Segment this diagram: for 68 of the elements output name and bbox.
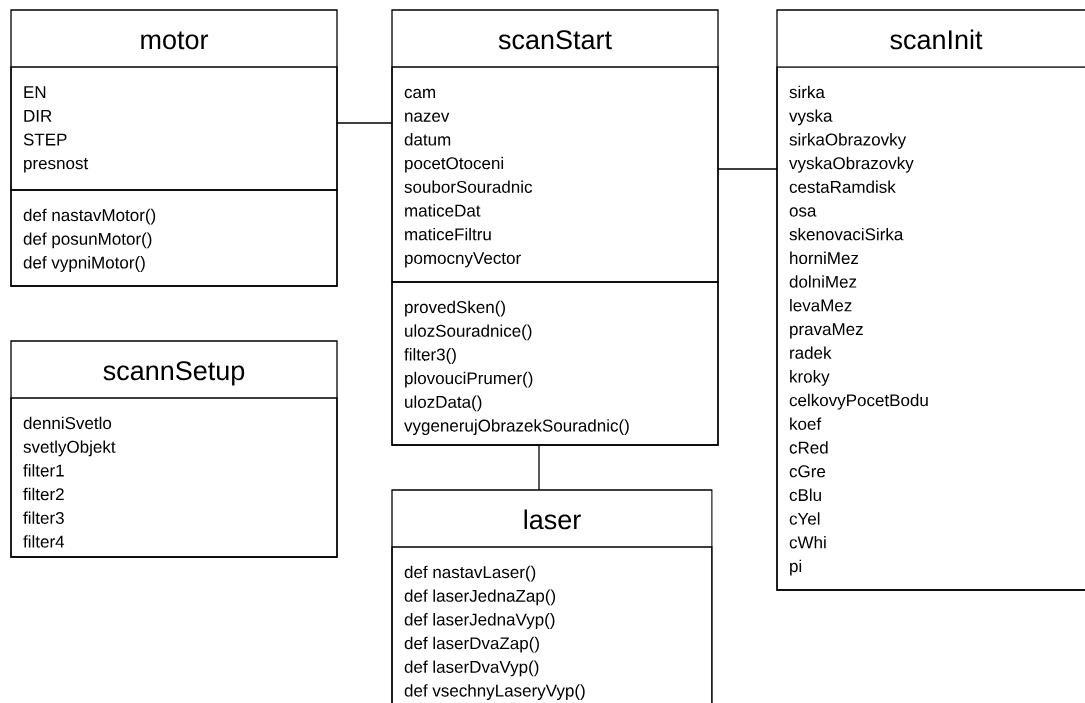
class-member: denniSvetlo: [23, 416, 112, 430]
class-compartment: [10, 397, 338, 558]
class-member: filter3(): [404, 348, 456, 364]
class-name: motor: [141, 31, 209, 50]
class-member: horniMez: [790, 251, 859, 265]
class-member: koef: [790, 417, 822, 430]
class-member: pocetOtoceni: [405, 156, 504, 173]
class-member: def nastavLaser(): [404, 565, 536, 582]
class-member: celkovyPocetBodu: [789, 393, 928, 410]
class-member: def laserDvaZap(): [404, 636, 539, 653]
class-member: def vypniMotor(): [23, 256, 145, 272]
class-member: ulozSouradnice(): [405, 324, 532, 341]
class-member: filter3: [23, 511, 64, 524]
class-compartment: [391, 546, 713, 703]
class-member: vyskaObrazovky: [789, 156, 914, 173]
class-member: filter2: [23, 487, 64, 501]
class-member: cestaRamdisk: [789, 180, 896, 193]
class-name: scanStart: [498, 30, 612, 50]
class-member: def vsechnyLaseryVyp(): [404, 684, 585, 700]
class-member: filter4: [23, 535, 65, 548]
class-member: DIR: [24, 110, 52, 122]
class-member: nazev: [405, 112, 450, 122]
class-member: radek: [790, 346, 832, 359]
class-member: filter1: [23, 464, 64, 477]
class-member: def laserDvaVyp(): [404, 660, 539, 677]
class-member: EN: [24, 86, 46, 98]
class-member: def posunMotor(): [23, 232, 152, 249]
class-member: def laserJednaVyp(): [404, 613, 555, 629]
class-name: scanInit: [890, 29, 983, 50]
class-compartment: [10, 189, 338, 287]
class-member: datum: [404, 133, 451, 146]
class-member: cRed: [789, 441, 828, 454]
class-compartment: [10, 66, 338, 191]
class-member: vygenerujObrazekSouradnic(): [404, 419, 629, 435]
class-member: kroky: [790, 370, 830, 386]
class-member: osa: [789, 207, 817, 217]
class-member: pravaMez: [790, 323, 863, 339]
class-member: presnost: [24, 158, 89, 173]
class-member: maticeFiltru: [405, 227, 491, 241]
class-compartment: [391, 281, 719, 446]
class-member: cBlu: [789, 488, 821, 502]
class-member: ulozData(): [405, 395, 482, 412]
class-member: cGre: [789, 465, 826, 478]
class-member: souborSouradnic: [404, 180, 533, 193]
class-member: svetlyObjekt: [23, 440, 116, 457]
connector-line: [717, 168, 778, 170]
class-member: cWhi: [789, 536, 826, 549]
class-member: levaMez: [790, 299, 852, 312]
connector-line: [538, 444, 540, 491]
class-name: laser: [524, 509, 581, 530]
class-member: cYel: [789, 512, 820, 525]
class-member: def nastavMotor(): [23, 208, 156, 225]
class-member: plovouciPrumer(): [405, 371, 533, 388]
class-member: sirka: [789, 85, 825, 99]
class-member: STEP: [23, 133, 67, 146]
class-member: pi: [790, 559, 802, 576]
class-member: dolniMez: [789, 275, 857, 288]
class-member: sirkaObrazovky: [789, 133, 907, 149]
class-compartment: [391, 66, 719, 283]
class-member: skenovaciSirka: [789, 227, 904, 241]
class-member: maticeDat: [405, 204, 481, 217]
class-member: provedSken(): [405, 300, 505, 317]
class-member: vyska: [789, 109, 833, 126]
class-member: def laserJednaZap(): [404, 589, 556, 606]
class-name: scannSetup: [103, 361, 245, 386]
class-member: pomocnyVector: [405, 252, 521, 268]
class-member: cam: [404, 88, 435, 99]
connector-line: [336, 122, 393, 124]
